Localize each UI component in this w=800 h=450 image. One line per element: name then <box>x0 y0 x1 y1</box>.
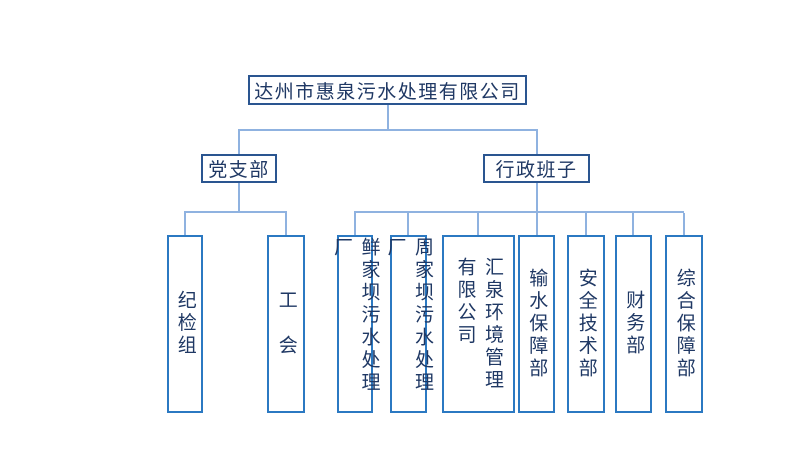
org-node-safety-technology-dept: 安全技术部 <box>567 235 605 413</box>
org-node-finance-dept: 财务部 <box>615 235 652 413</box>
org-node-water-transmission-dept: 输水保障部 <box>518 235 555 413</box>
connector-root-down <box>387 105 389 131</box>
connector-party-down <box>238 183 240 212</box>
org-node-zhoujiaba-plant-label: 周家坝污水处理厂 <box>384 237 434 395</box>
org-node-discipline-inspection: 纪检组 <box>167 235 203 413</box>
connector-drop-zonghe <box>683 213 685 235</box>
connector-drop-huiquan <box>477 213 479 235</box>
org-node-admin-team-label: 行政班子 <box>495 160 578 181</box>
org-node-huiquan-environment-company: 汇泉环境管理 有限公司 <box>442 235 515 413</box>
org-node-discipline-inspection-label: 纪检组 <box>174 290 196 358</box>
org-node-xianjiaba-plant: 鲜家坝污水处理厂 <box>331 235 380 413</box>
org-node-comprehensive-support-dept-label: 综合保障部 <box>673 267 695 381</box>
org-node-party-branch-label: 党支部 <box>208 160 270 181</box>
connector-party-horizontal <box>184 211 287 213</box>
org-node-party-branch: 党支部 <box>201 154 277 183</box>
org-node-labor-union: 工 会 <box>267 235 305 413</box>
connector-drop-shushui <box>536 213 538 235</box>
connector-drop-anquan <box>585 213 587 235</box>
connector-drop-xianjiaba <box>354 213 356 235</box>
connector-level1-horizontal <box>238 129 538 131</box>
connector-admin-down <box>536 183 538 212</box>
org-node-finance-dept-label: 财务部 <box>623 290 645 358</box>
connector-drop-zhoujiaba <box>407 213 409 235</box>
connector-drop-jijian <box>184 213 186 235</box>
connector-drop-gonghui <box>285 213 287 235</box>
org-node-safety-technology-dept-label: 安全技术部 <box>575 267 597 381</box>
org-node-labor-union-label: 工 会 <box>275 290 297 358</box>
org-node-root-label: 达州市惠泉污水处理有限公司 <box>254 81 521 103</box>
org-node-xianjiaba-plant-label: 鲜家坝污水处理厂 <box>331 237 380 395</box>
org-node-comprehensive-support-dept: 综合保障部 <box>665 235 703 413</box>
connector-admin-up <box>536 131 538 154</box>
connector-drop-caiwu <box>632 213 634 235</box>
org-node-zhoujiaba-plant: 周家坝污水处理厂 <box>385 235 433 413</box>
org-node-admin-team: 行政班子 <box>483 154 590 183</box>
org-node-water-transmission-dept-label: 输水保障部 <box>526 267 548 381</box>
connector-admin-horizontal <box>354 211 684 213</box>
org-node-huiquan-environment-company-label: 汇泉环境管理 有限公司 <box>454 256 504 392</box>
connector-party-up <box>238 131 240 154</box>
org-node-root: 达州市惠泉污水处理有限公司 <box>248 75 527 105</box>
